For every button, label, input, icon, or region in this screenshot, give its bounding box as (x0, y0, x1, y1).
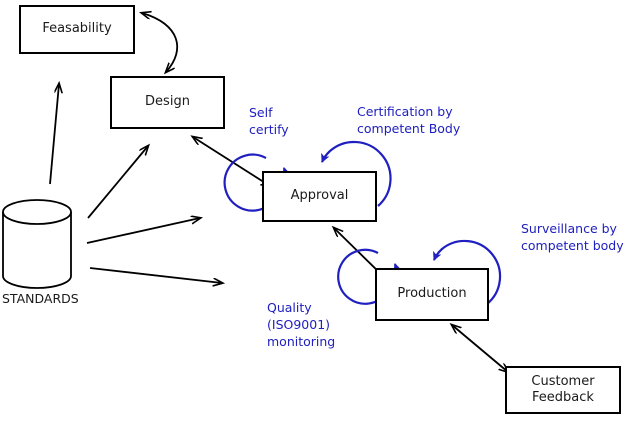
edge-standards-approval (86, 218, 200, 244)
label-certification-competent-body: Certification by competent Body (357, 104, 461, 136)
edge-standards-production (89, 267, 222, 283)
standards-store-label: STANDARDS (2, 291, 79, 306)
node-production-label: Production (397, 286, 467, 302)
edge-standards-design (87, 146, 148, 219)
standards-cylinder-shape (2, 199, 72, 289)
node-feasability[interactable]: Feasability (19, 5, 135, 54)
node-production[interactable]: Production (375, 268, 489, 321)
node-approval-label: Approval (290, 188, 349, 204)
node-approval[interactable]: Approval (262, 171, 377, 222)
label-quality-iso9001-monitoring: Quality (ISO9001) monitoring (267, 300, 336, 349)
label-surveillance-competent-body: Surveillance by competent body (521, 221, 624, 253)
edge-feasability-design (142, 13, 179, 72)
label-self-certify: Self certify (249, 105, 289, 137)
node-design[interactable]: Design (110, 76, 225, 129)
node-design-label: Design (145, 94, 190, 110)
edge-production-customer-feedback (452, 325, 508, 372)
loop-surveillance-arrow (432, 239, 502, 305)
edge-design-approval (193, 137, 270, 186)
node-customer-feedback[interactable]: Customer Feedback (505, 366, 621, 414)
node-feasability-label: Feasability (42, 21, 112, 37)
loop-certification-arrow (320, 140, 392, 207)
node-customer-feedback-label: Customer Feedback (531, 373, 595, 405)
edge-standards-feasability (49, 84, 59, 185)
